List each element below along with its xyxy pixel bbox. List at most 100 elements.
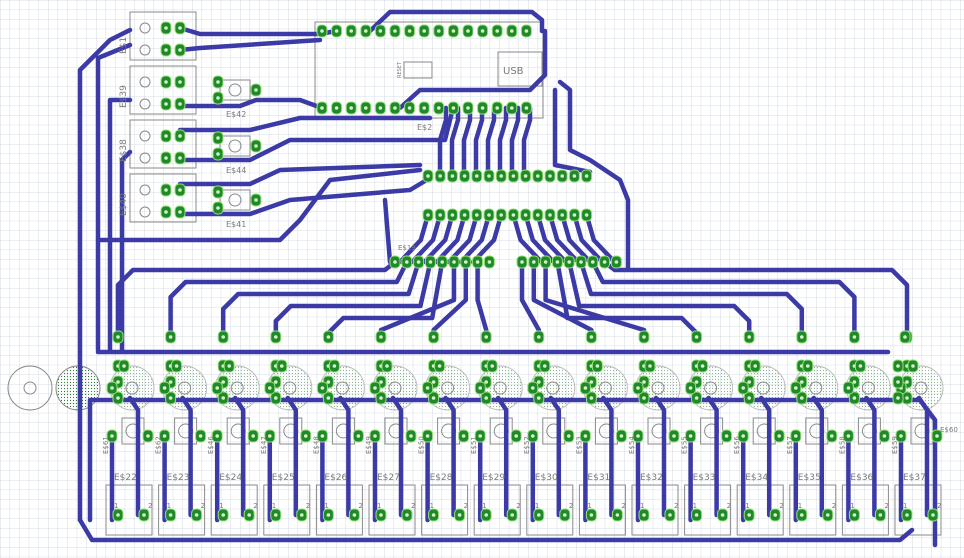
pad-drill (668, 513, 672, 517)
pin-label: 1 (114, 502, 118, 510)
trace-channel-down (443, 395, 456, 518)
pad-drill (221, 396, 225, 400)
pad-drill (480, 106, 485, 110)
pad-drill (164, 210, 168, 214)
pin-label: 1 (324, 502, 328, 510)
pad-drill (379, 513, 383, 517)
connector-screw-icon (139, 22, 151, 34)
pad-drill (591, 260, 595, 264)
pad-drill (523, 213, 528, 217)
pad-drill (510, 106, 514, 110)
jack-block-outline (105, 484, 153, 536)
pad-drill (700, 364, 705, 368)
pad-drill (747, 380, 751, 384)
trace-mcu-right (557, 79, 631, 271)
trace-channel-down (916, 395, 930, 518)
jack-block-outline (158, 484, 206, 536)
channel-jack-center-icon (546, 381, 560, 395)
left-connector-outline (129, 119, 197, 169)
pad-drill (146, 434, 150, 438)
trace-mux-fan (397, 212, 431, 265)
jack-label: E$32 (640, 473, 663, 483)
pot-label: E$41 (226, 220, 246, 229)
channel-jack-center-icon (178, 381, 192, 395)
capacitor-label: E$50 (418, 436, 426, 454)
pad-drill (451, 29, 456, 33)
pad-drill (254, 88, 258, 92)
pad-drill (373, 386, 377, 390)
jack-block-outline (894, 484, 942, 536)
trace-channel-down (653, 395, 667, 518)
left-connector-label: E$39 (119, 85, 129, 108)
pad-drill (584, 213, 589, 217)
trace-pot1b (177, 115, 433, 133)
pad-drill (168, 396, 173, 400)
pin-label: 2 (832, 502, 836, 510)
pad-drill (495, 29, 500, 33)
pad-drill (194, 513, 199, 517)
pad-drill (560, 174, 564, 178)
pad-drill (794, 434, 798, 438)
trace-channel-fan (590, 259, 857, 338)
pad-drill (162, 434, 167, 438)
pin-label: 2 (201, 502, 205, 510)
trace-mux-fan (523, 212, 556, 265)
capacitor-label: E$58 (838, 436, 846, 454)
connector-screw-icon (139, 152, 151, 164)
trace-mux-fan (535, 212, 569, 265)
pad-drill (563, 513, 567, 517)
reset-label: RESET (397, 61, 403, 78)
jack-label: E$30 (535, 473, 558, 483)
channel-jack-center-icon (756, 381, 770, 395)
pad-drill (478, 386, 483, 390)
trace-mux-fan (446, 212, 480, 265)
jack-label: E$26 (324, 473, 347, 483)
trace-header-to-conn1b (177, 37, 323, 53)
pin-label: 2 (569, 502, 573, 510)
pad-drill (457, 513, 462, 517)
capacitor-label: E$61 (102, 436, 110, 454)
pad-drill (178, 134, 182, 138)
pad-drill (116, 396, 120, 400)
pad-drill (438, 174, 443, 178)
pad-drill (162, 386, 167, 390)
pad-drill (852, 380, 857, 384)
trace-mcu-to-mux (485, 105, 497, 179)
pad-drill (537, 380, 541, 384)
pad-drill (484, 396, 489, 400)
pad-drill (642, 396, 646, 400)
pin-label: 2 (306, 502, 310, 510)
pad-drill (409, 434, 413, 438)
pad-drill (800, 396, 804, 400)
jack-block-outline (421, 484, 469, 536)
pad-drill (356, 434, 361, 438)
trace-channel-down (127, 395, 141, 518)
trace-pot2 (177, 109, 455, 163)
pad-drill (431, 380, 436, 384)
jack-block-outline (526, 484, 574, 536)
pad-drill (531, 386, 535, 390)
pad-drill (510, 513, 514, 517)
pad-drill (858, 364, 863, 368)
pad-drill (548, 174, 552, 178)
trace-mux-fan (409, 212, 443, 265)
pad-drill (438, 213, 443, 217)
pin-label: 1 (745, 502, 749, 510)
pad-drill (615, 513, 620, 517)
pad-drill (216, 190, 220, 194)
channel-jack-center-icon (125, 381, 139, 395)
trace-channel-fan (578, 259, 805, 338)
pad-drill (164, 134, 168, 138)
pad-drill (349, 29, 354, 33)
pad-drill (636, 386, 640, 390)
jack-label: E$29 (482, 473, 505, 483)
jack-outline-icon (7, 365, 53, 411)
pad-drill (422, 106, 427, 110)
channel-jack-center-icon (230, 381, 244, 395)
pin-label: 2 (358, 502, 362, 510)
jack-label: E$23 (167, 473, 190, 483)
jack-block-outline (789, 484, 837, 536)
pad-drill (110, 386, 114, 390)
pad-drill (490, 364, 495, 368)
pin-label: 2 (464, 502, 468, 510)
